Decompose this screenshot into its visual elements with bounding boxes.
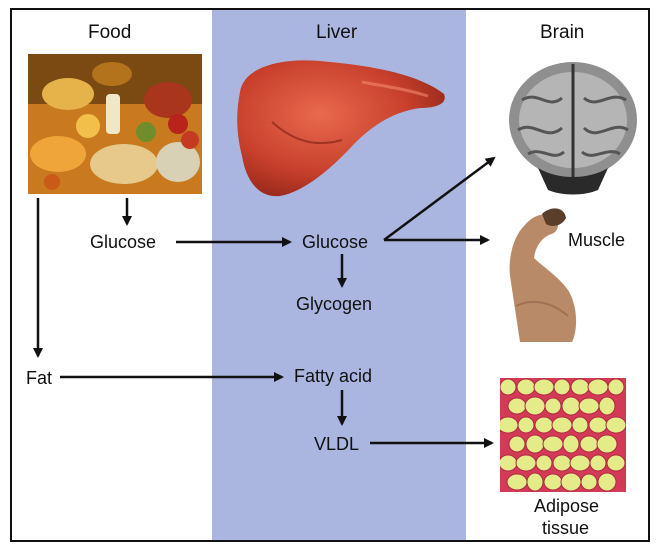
arrow-glucose-to-brain: [384, 158, 494, 240]
diagram-frame: Food Liver Brain: [10, 8, 650, 542]
arrows-layer: [12, 10, 650, 542]
